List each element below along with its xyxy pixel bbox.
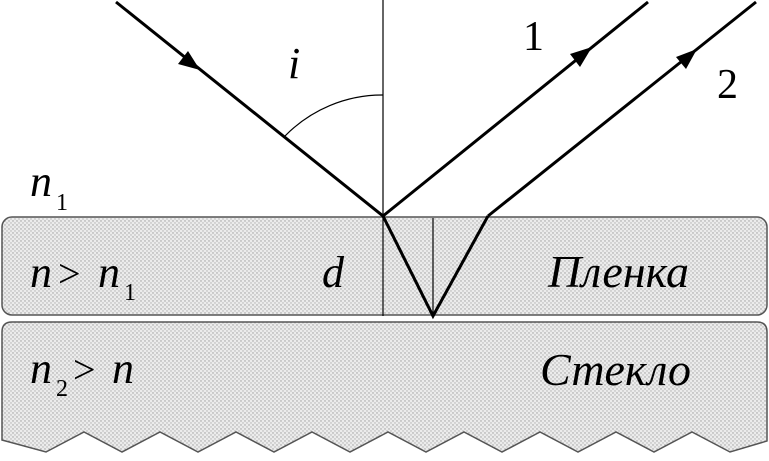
glass-index-subscript: 2 — [56, 376, 68, 402]
reflected-ray-2 — [487, 0, 757, 218]
refracted-path — [381, 215, 490, 320]
medium-top-subscript: 1 — [56, 190, 68, 216]
reflected-ray-1 — [382, 0, 649, 218]
ray-1-label: 1 — [523, 14, 544, 60]
ray-2-arrow — [676, 49, 697, 69]
glass-index-label: n — [30, 344, 52, 393]
glass-index-rhs: n — [112, 344, 134, 393]
film-gt-sign: > — [58, 251, 81, 296]
medium-top-label: n — [30, 157, 52, 206]
glass-gt-sign: > — [73, 347, 96, 392]
angle-arc — [284, 94, 384, 137]
ray-1-arrow — [570, 47, 592, 67]
film-index-rhs-subscript: 1 — [124, 280, 136, 306]
incident-arrow — [178, 51, 200, 70]
angle-label: i — [288, 39, 300, 88]
glass-layer — [1, 321, 768, 453]
film-index-label: n — [30, 248, 52, 297]
thickness-label: d — [322, 248, 345, 297]
film-name-label: Пленка — [547, 246, 689, 297]
glass-name-label: Стекло — [540, 344, 691, 395]
incident-ray — [115, 0, 384, 218]
film-index-rhs: n — [98, 248, 120, 297]
ray-2-label: 2 — [717, 62, 738, 108]
